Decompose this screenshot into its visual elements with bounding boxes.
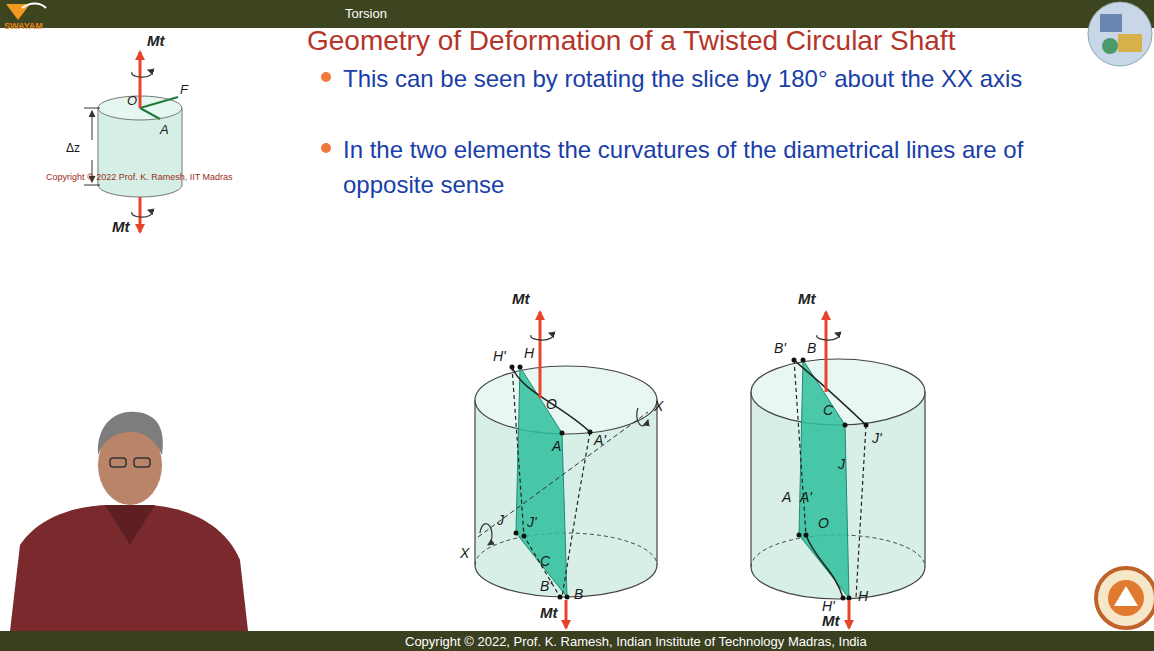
point-label: B [807,340,816,357]
point-label: H [524,345,534,362]
moment-label: Mt [112,218,130,236]
point-label: A [782,489,791,506]
section-name: Torsion [345,6,387,22]
iit-logo [1096,568,1154,628]
swayam-logo [6,4,46,21]
moment-label: Mt [512,290,530,308]
point-label: A' [800,489,812,506]
point-label: B' [774,340,786,357]
nptel-logo [1088,2,1152,66]
point-label: B' [540,578,552,595]
point-label: A [160,122,169,138]
point-label: C [540,553,550,570]
shaft-element-right [751,312,925,628]
point-label: F [180,82,188,98]
point-label: J' [872,430,882,447]
moment-label: Mt [540,604,558,622]
point-label: O [127,93,137,109]
moment-label: Mt [798,290,816,308]
bullet-dot [321,72,331,82]
point-label: H' [493,348,506,365]
bullet-text: In the two elements the curvatures of th… [343,132,1103,202]
point-label: C [823,402,833,419]
watermark: Copyright © 2022 Prof. K. Ramesh, IIT Ma… [46,172,233,183]
footer-bar [0,631,1154,651]
point-label: O [818,515,829,532]
logo-text: SWAYAM [4,21,43,32]
point-label: H [858,588,868,605]
bullet-text: This can be seen by rotating the slice b… [343,61,1103,96]
point-label: J [838,456,845,473]
top-bar [0,0,1154,28]
slide-title: Geometry of Deformation of a Twisted Cir… [307,24,955,58]
moment-label: Mt [147,32,165,50]
axis-label: X [654,398,663,415]
moment-label: Mt [822,612,840,630]
point-label: J [497,512,504,529]
point-label: O [546,396,557,413]
point-label: J' [527,514,537,531]
dimension-label: Δz [66,141,80,155]
presenter [10,412,248,631]
shaft-element-left [475,312,657,628]
axis-label: X [460,545,469,562]
bullet-dot [321,143,331,153]
point-label: A' [594,432,606,449]
footer-copyright: Copyright © 2022, Prof. K. Ramesh, India… [405,634,867,650]
slice-figure [84,52,182,232]
point-label: B [574,586,583,603]
point-label: A [552,438,561,455]
